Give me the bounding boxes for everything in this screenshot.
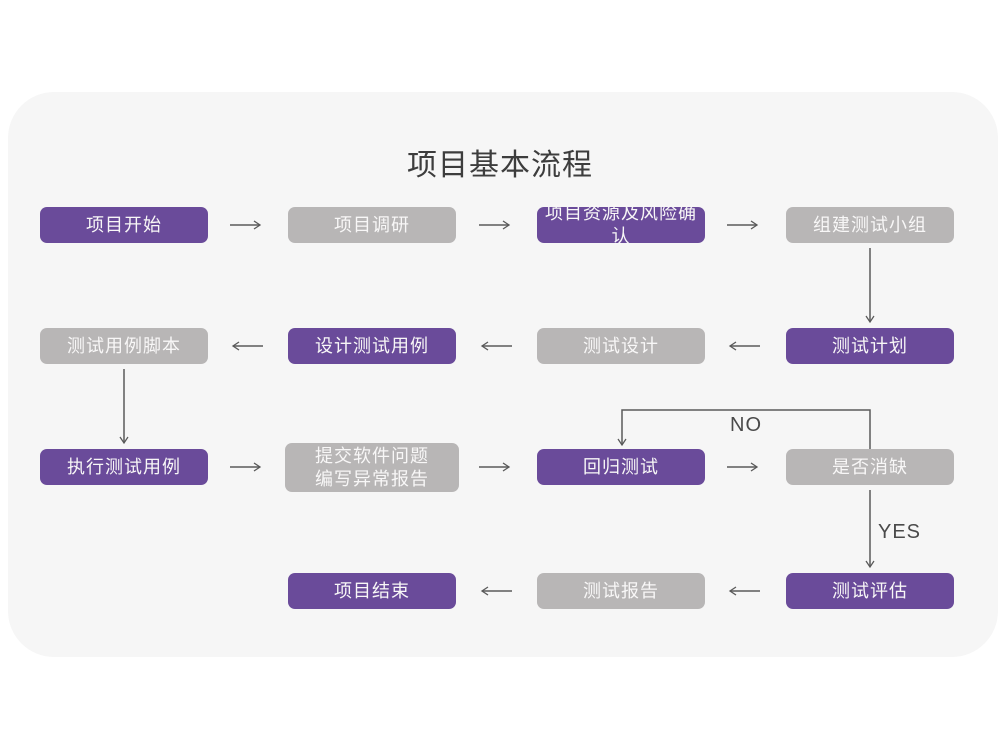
node-test-evaluation: 测试评估 xyxy=(786,573,954,609)
node-build-test-team: 组建测试小组 xyxy=(786,207,954,243)
node-defect-cleared: 是否消缺 xyxy=(786,449,954,485)
node-test-plan: 测试计划 xyxy=(786,328,954,364)
node-test-case-script: 测试用例脚本 xyxy=(40,328,208,364)
page-title: 项目基本流程 xyxy=(407,149,593,182)
node-design-test-cases: 设计测试用例 xyxy=(288,328,456,364)
node-project-research: 项目调研 xyxy=(288,207,456,243)
node-regression-test: 回归测试 xyxy=(537,449,705,485)
flowchart-card xyxy=(8,92,998,657)
node-submit-issue-report: 提交软件问题 编写异常报告 xyxy=(285,443,459,492)
node-project-start: 项目开始 xyxy=(40,207,208,243)
node-run-test-cases: 执行测试用例 xyxy=(40,449,208,485)
node-resources-risk: 项目资源及风险确认 xyxy=(537,203,705,246)
node-project-end: 项目结束 xyxy=(288,573,456,609)
node-test-report: 测试报告 xyxy=(537,573,705,609)
edge-label-yes: YES xyxy=(878,521,922,543)
edge-label-no: NO xyxy=(730,414,762,436)
node-test-design: 测试设计 xyxy=(537,328,705,364)
